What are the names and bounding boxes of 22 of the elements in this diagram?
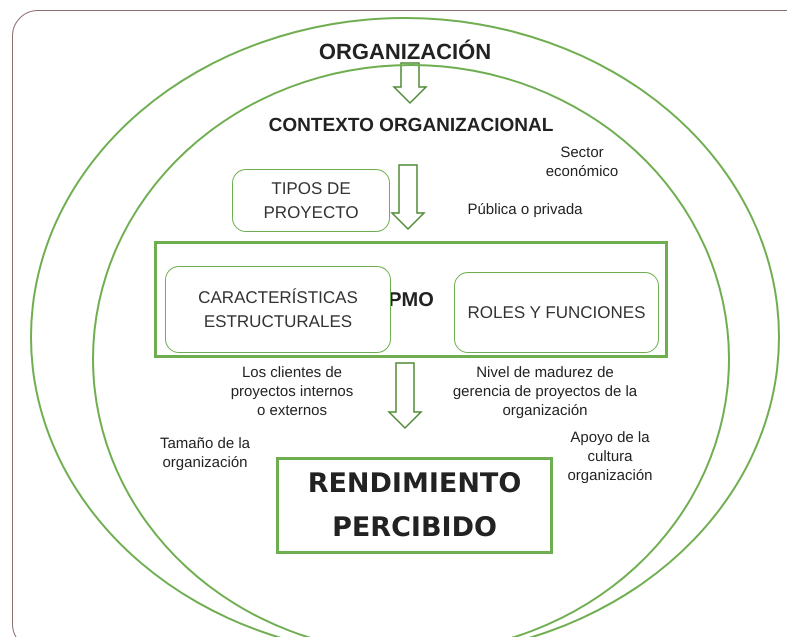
ellipse-region bbox=[30, 17, 780, 637]
note-text: Pública o privada bbox=[466, 200, 584, 219]
block-arrow bbox=[392, 62, 428, 104]
process-box bbox=[276, 457, 553, 554]
rounded-box bbox=[454, 272, 659, 353]
block-arrow bbox=[387, 362, 423, 430]
rounded-box bbox=[165, 266, 391, 353]
region-title: ORGANIZACIÓN bbox=[318, 38, 492, 66]
note-text: Tamaño de la organización bbox=[158, 434, 252, 472]
box-label: RENDIMIENTO PERCIBIDO bbox=[306, 466, 522, 544]
note-text: Nivel de madurez de gerencia de proyectos de la organización bbox=[452, 363, 638, 420]
note-text: Apoyo de la cultura organización bbox=[566, 428, 654, 485]
note-text: Sector económico bbox=[544, 143, 620, 181]
box-label: ROLES Y FUNCIONES bbox=[466, 302, 646, 324]
box-label: CARACTERÍSTICAS ESTRUCTURALES bbox=[197, 286, 359, 332]
ellipse-region bbox=[92, 64, 730, 637]
block-arrow bbox=[390, 164, 426, 230]
note-text: Los clientes de proyectos internos o externos bbox=[230, 363, 354, 420]
region-title: CONTEXTO ORGANIZACIONAL bbox=[268, 114, 554, 138]
rounded-box bbox=[232, 169, 390, 232]
box-label: TIPOS DE PROYECTO bbox=[262, 178, 360, 224]
process-box bbox=[154, 241, 668, 358]
